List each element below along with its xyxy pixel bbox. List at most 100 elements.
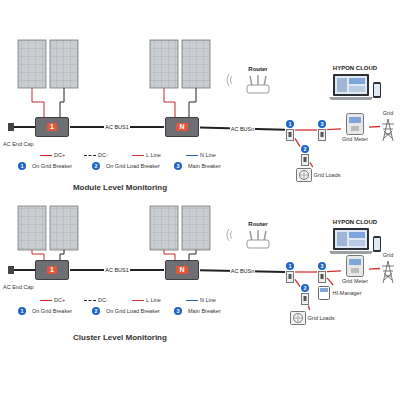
legend-text: L Line bbox=[146, 152, 161, 158]
legend-text: DC- bbox=[98, 152, 108, 158]
node-label: Grid Meter bbox=[342, 136, 368, 142]
hm-node: HI-Manager bbox=[318, 286, 361, 300]
load-node: Grid Loads bbox=[290, 311, 335, 325]
callout-number: 1 bbox=[18, 162, 26, 170]
connector bbox=[310, 163, 313, 167]
callout-number: 1 bbox=[18, 307, 26, 315]
legend-item: On Grid Load Breaker bbox=[106, 163, 160, 169]
solar-panels bbox=[18, 40, 210, 250]
callout-number: 2 bbox=[301, 145, 309, 153]
meter-icon bbox=[346, 255, 364, 277]
legend-item: N Line bbox=[186, 152, 216, 158]
connector bbox=[327, 278, 333, 285]
callout-number: 2 bbox=[92, 307, 100, 315]
callout-number: 3 bbox=[174, 162, 182, 170]
part-label: AC End Cap bbox=[3, 284, 34, 290]
legend-text: DC+ bbox=[54, 152, 65, 158]
meter-node: Grid Meter bbox=[342, 255, 368, 284]
router-node: Router bbox=[245, 66, 271, 94]
cloud-icon bbox=[329, 73, 381, 103]
connector bbox=[369, 268, 380, 270]
legend-item: DC+ bbox=[40, 152, 65, 158]
legend-text: N Line bbox=[200, 152, 216, 158]
brk-icon bbox=[318, 271, 326, 283]
panel-title: Module Level Monitoring bbox=[73, 183, 167, 192]
legend-sample bbox=[132, 155, 144, 156]
brk-icon bbox=[286, 271, 294, 283]
connector bbox=[295, 138, 300, 146]
load-icon bbox=[290, 311, 306, 325]
cloud-node: HYPON CLOUD bbox=[329, 219, 381, 257]
breaker: 1 bbox=[286, 262, 294, 283]
callout-number: 3 bbox=[174, 307, 182, 315]
brk-icon bbox=[301, 293, 309, 305]
wifi-signal bbox=[227, 74, 232, 241]
connector bbox=[308, 306, 309, 311]
legend-sample bbox=[84, 155, 96, 156]
legend-text: N Line bbox=[200, 297, 216, 303]
inverter: N bbox=[165, 260, 199, 280]
node-label: HI-Manager bbox=[332, 290, 361, 296]
breaker: 2 bbox=[301, 145, 309, 166]
grid-node: Grid bbox=[381, 252, 395, 283]
legend-sample bbox=[40, 155, 52, 156]
node-label: Grid Meter bbox=[342, 278, 368, 284]
bus-label: AC BUSn bbox=[230, 268, 256, 274]
legend-text: On Grid Load Breaker bbox=[106, 163, 160, 169]
legend-item: DC- bbox=[84, 152, 108, 158]
legend-item: DC+ bbox=[40, 297, 65, 303]
legend-sample bbox=[186, 300, 198, 301]
bus-label: AC BUSn bbox=[230, 126, 256, 132]
node-label: Grid Loads bbox=[314, 172, 341, 178]
grid-icon bbox=[381, 118, 395, 142]
node-label: HYPON CLOUD bbox=[333, 219, 377, 226]
legend-item: Main Breaker bbox=[188, 308, 221, 314]
bus-label: AC BUS1 bbox=[104, 124, 130, 130]
connector bbox=[295, 129, 317, 130]
callout-number: 2 bbox=[92, 162, 100, 170]
connector bbox=[327, 128, 341, 130]
legend-item: N Line bbox=[186, 297, 216, 303]
connector bbox=[327, 270, 341, 272]
legend-text: On Grid Breaker bbox=[32, 163, 72, 169]
brk-icon bbox=[301, 154, 309, 166]
breaker: 2 bbox=[301, 284, 309, 305]
callout-number: 3 bbox=[318, 120, 326, 128]
legend-item: L Line bbox=[132, 152, 161, 158]
callout-number: 2 bbox=[301, 284, 309, 292]
legend-item: On Grid Breaker bbox=[32, 308, 72, 314]
brk-icon bbox=[286, 129, 294, 141]
brk-icon bbox=[318, 129, 326, 141]
meter-node: Grid Meter bbox=[342, 113, 368, 142]
legend-text: DC+ bbox=[54, 297, 65, 303]
grid-icon bbox=[381, 260, 395, 284]
legend-text: On Grid Breaker bbox=[32, 308, 72, 314]
legend-sample bbox=[132, 300, 144, 301]
legend-sample bbox=[84, 300, 96, 301]
callout-number: 3 bbox=[318, 262, 326, 270]
panel-title: Cluster Level Monitoring bbox=[73, 333, 167, 342]
grid-node: Grid bbox=[381, 110, 395, 141]
dc-wires bbox=[32, 88, 196, 260]
hm-icon bbox=[318, 286, 330, 300]
inverter: 1 bbox=[35, 117, 69, 137]
connector bbox=[295, 279, 300, 286]
cloud-icon bbox=[329, 227, 381, 257]
node-label: 1 bbox=[47, 123, 57, 131]
cloud-node: HYPON CLOUD bbox=[329, 65, 381, 103]
legend-item: On Grid Breaker bbox=[32, 163, 72, 169]
node-label: Grid bbox=[383, 110, 393, 116]
breaker: 1 bbox=[286, 120, 294, 141]
meter-icon bbox=[346, 113, 364, 135]
connector bbox=[295, 271, 317, 272]
node-label: 1 bbox=[47, 266, 57, 274]
inverter: N bbox=[165, 117, 199, 137]
node-label: N bbox=[176, 266, 187, 274]
node-label: Grid bbox=[383, 252, 393, 258]
node-label: N bbox=[176, 123, 187, 131]
bus-label: AC BUS1 bbox=[104, 267, 130, 273]
breaker: 3 bbox=[318, 120, 326, 141]
node-label: Router bbox=[248, 221, 267, 228]
legend-text: On Grid Load Breaker bbox=[106, 308, 160, 314]
legend-text: Main Breaker bbox=[188, 308, 221, 314]
